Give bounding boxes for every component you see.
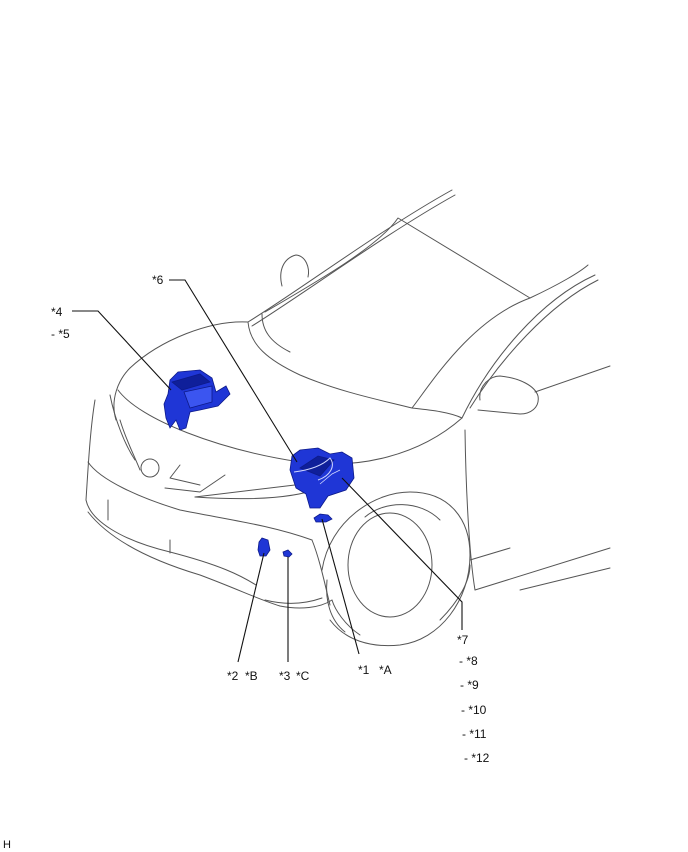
component-6-7 bbox=[289, 447, 355, 509]
callout-b: *B bbox=[245, 669, 258, 683]
callout-a: *A bbox=[379, 663, 392, 677]
callout-c: *C bbox=[296, 669, 310, 683]
callout-5: - *5 bbox=[51, 327, 70, 341]
callout-1: *1 bbox=[358, 663, 370, 677]
component-3 bbox=[282, 549, 293, 558]
callout-10: - *10 bbox=[461, 703, 487, 717]
callout-4: *4 bbox=[51, 305, 63, 319]
car-outline bbox=[85, 189, 611, 647]
callout-8: - *8 bbox=[459, 654, 478, 668]
component-2 bbox=[257, 537, 271, 557]
leader-lines bbox=[72, 279, 463, 663]
callout-12: - *12 bbox=[464, 751, 490, 765]
component-4-5 bbox=[163, 369, 231, 431]
callout-3: *3 bbox=[279, 669, 291, 683]
callout-6: *6 bbox=[152, 273, 164, 287]
callout-2: *2 bbox=[227, 669, 239, 683]
component-1 bbox=[313, 513, 333, 523]
callout-11: - *11 bbox=[462, 727, 487, 741]
callout-7: *7 bbox=[457, 633, 469, 647]
corner-mark: H bbox=[3, 839, 11, 851]
callout-9: - *9 bbox=[460, 678, 479, 692]
